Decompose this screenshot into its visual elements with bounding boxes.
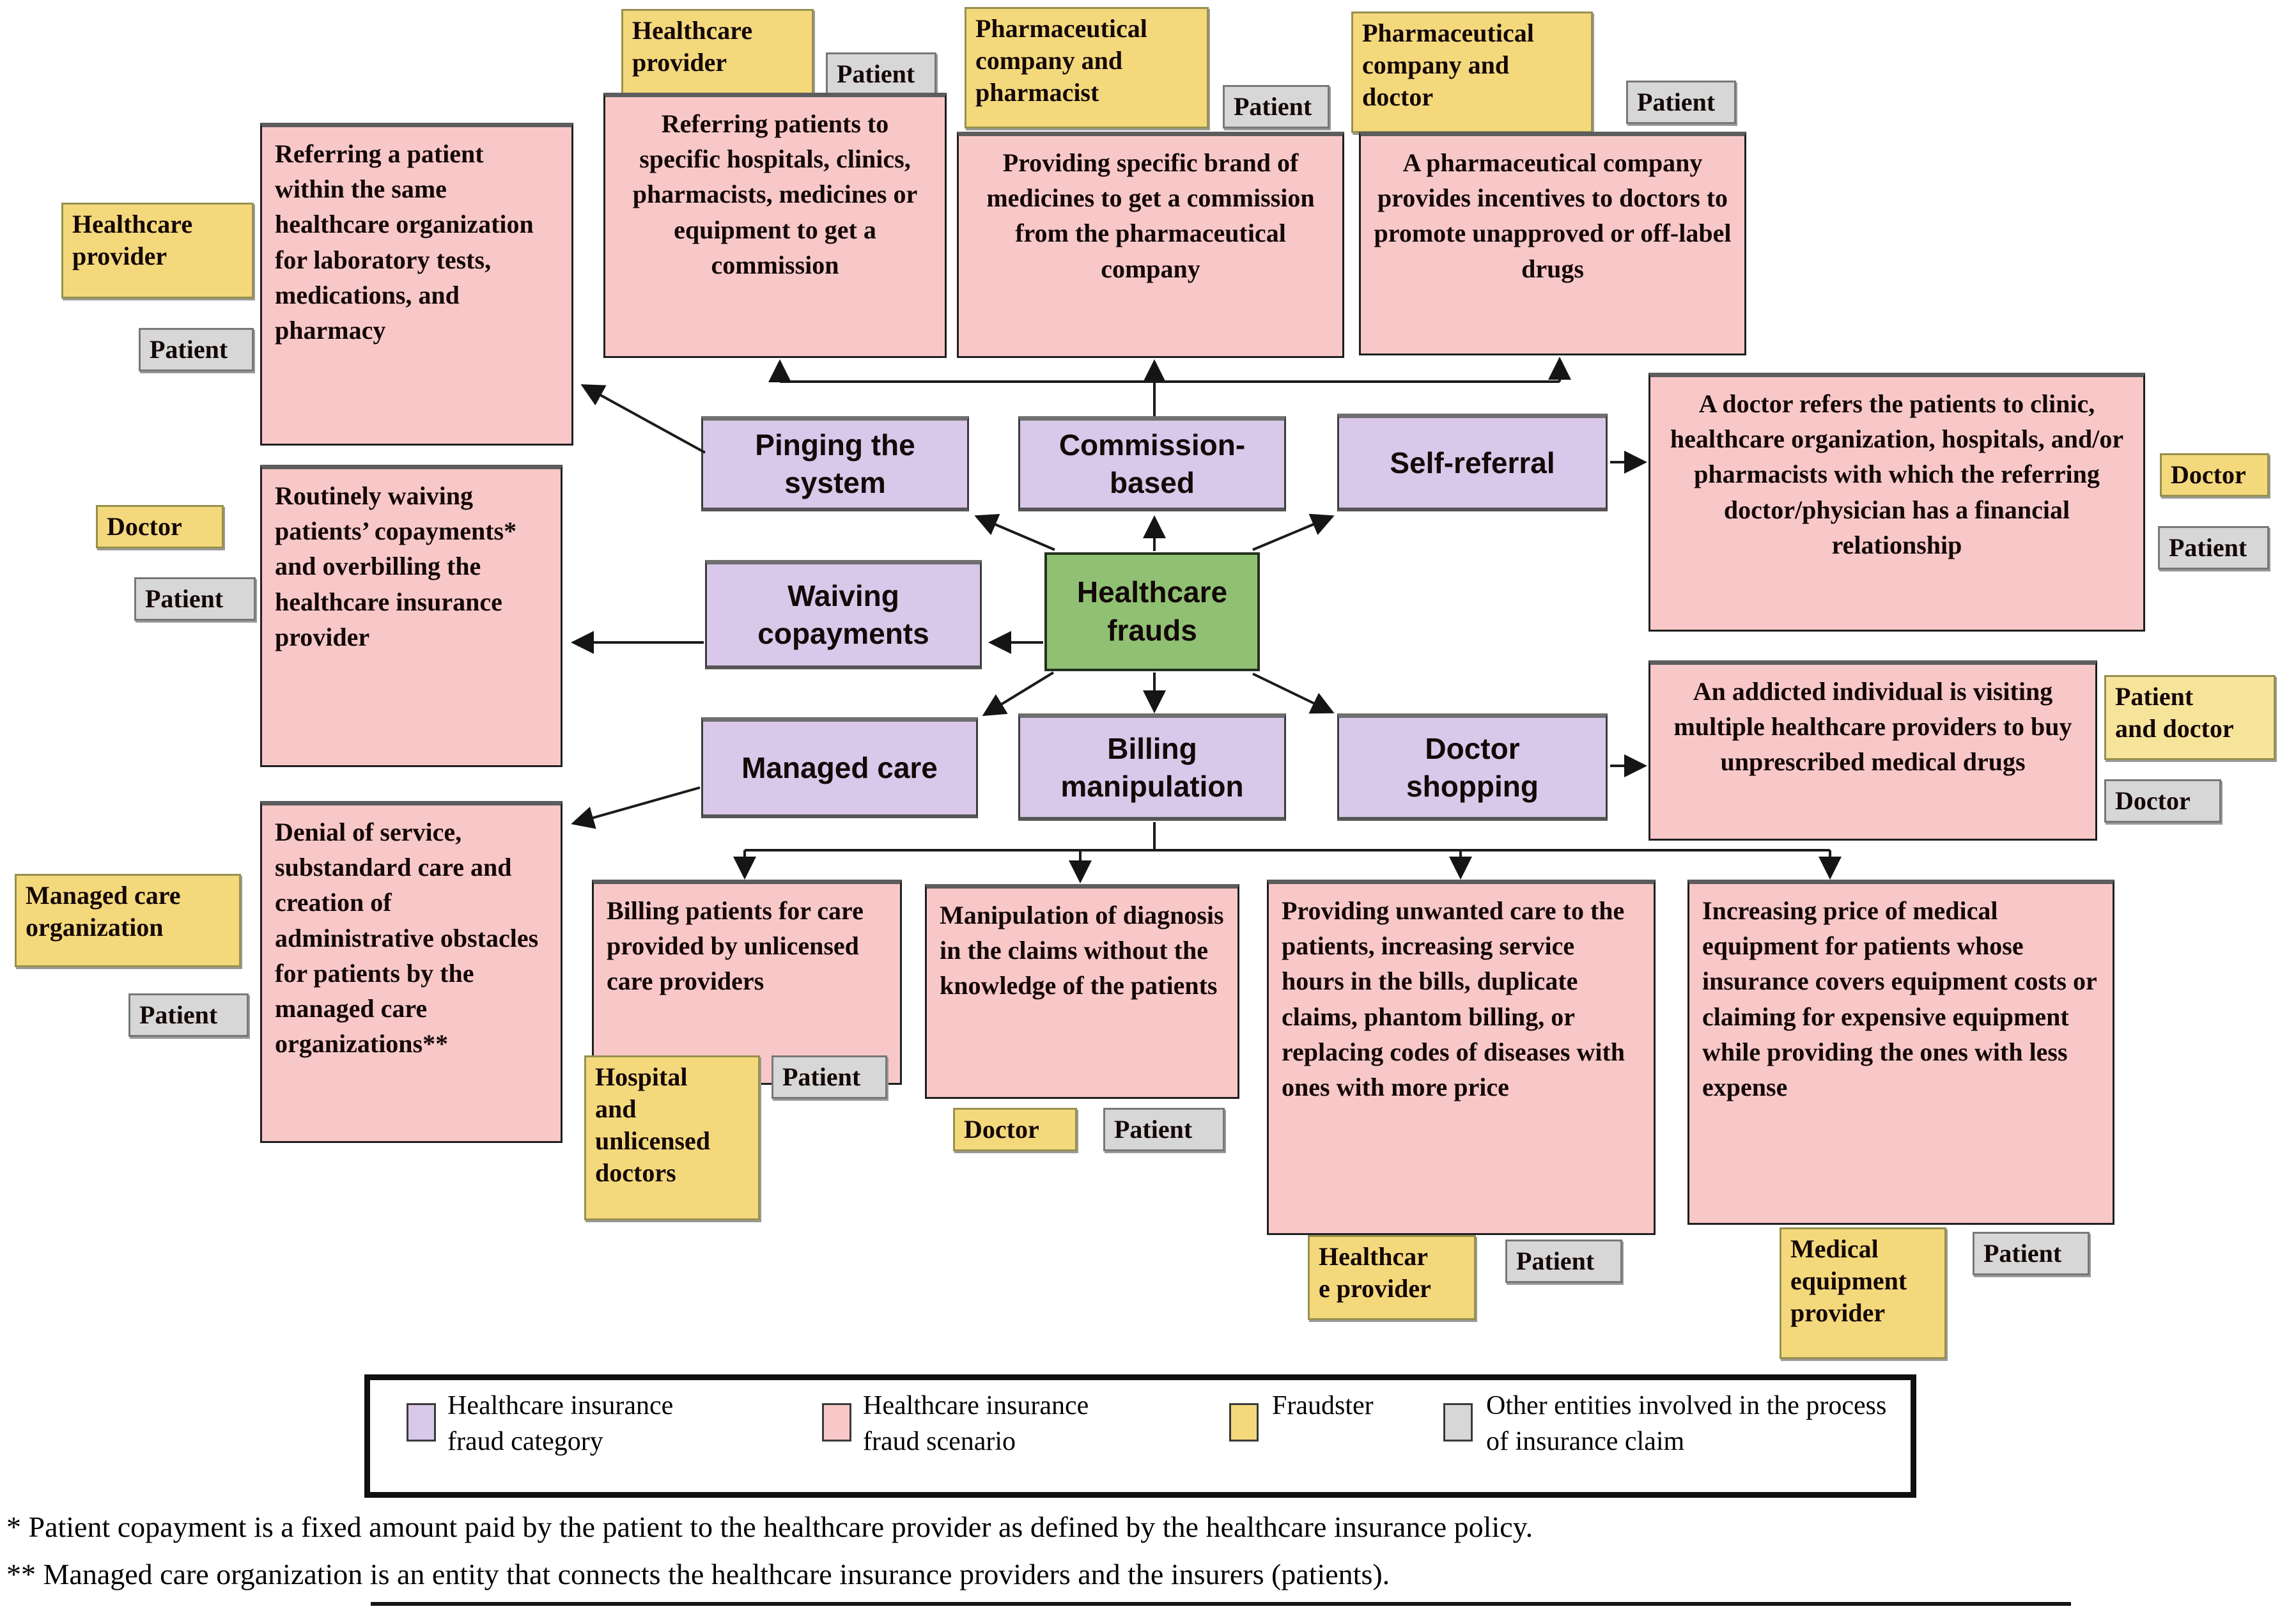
scenario-providing-brand: Providing specific brand of medicines to… [957,132,1344,358]
label-line: and doctor [2115,714,2234,743]
scenario-unwanted-care: Providing unwanted care to the patients,… [1267,880,1656,1235]
label-line: Patient [2115,682,2194,711]
scenario-referring-within-org: Referring a patient within the same heal… [260,123,573,446]
bottom-rule [371,1602,2071,1606]
legend [364,1374,1916,1498]
scenario-manipulation-diagnosis: Manipulation of diagnosis in the claims … [925,884,1239,1099]
label-other-patient-8: Patient [772,1055,887,1099]
label-fraudster-pharma-company-doctor: Pharmaceutical company and doctor [1351,12,1593,133]
label-fraudster-pharma-company-pharmacist: Pharmaceutical company and pharmacist [965,7,1209,128]
label-other-patient-3: Patient [1626,81,1736,124]
label-fraudster-healthcare-provider-left: Healthcare provider [61,203,254,299]
label-line: doctors [595,1158,676,1187]
category-commission-based: Commission-based [1018,416,1286,511]
scenario-billing-unlicensed: Billing patients for care provided by un… [592,880,902,1085]
arrow-root-to-pinging [974,513,1055,551]
label-line: Hospital [595,1062,688,1091]
label-fraudster-patient-and-doctor: Patient and doctor [2104,675,2276,760]
label-fraudster-doctor-left: Doctor [96,505,224,548]
scenario-addicted-individual: An addicted individual is visiting multi… [1648,660,2097,841]
legend-label-fraudster: Fraudster [1272,1391,1374,1420]
legend-swatch-category [407,1403,436,1442]
category-doctor-shopping: Doctor shopping [1337,713,1608,821]
label-other-patient-5: Patient [134,577,256,621]
scenario-equipment-price: Increasing price of medical equipment fo… [1687,880,2114,1225]
category-billing-manipulation: Billing manipulation [1018,713,1286,821]
legend-swatch-fraudster [1229,1403,1259,1442]
legend-swatch-scenario [822,1403,851,1442]
scenario-pharma-incentives: A pharmaceutical company provides incent… [1359,132,1746,355]
scenario-referring-specific: Referring patients to specific hospitals… [603,93,947,358]
footnote-copayment: * Patient copayment is a fixed amount pa… [6,1511,1533,1543]
label-other-patient-1: Patient [826,52,936,96]
label-other-patient-2: Patient [1223,85,1330,128]
legend-label-other: Other entities involved in the process o… [1486,1391,1887,1456]
arrow-managed-to-denial [571,786,701,829]
label-line: and [595,1094,637,1123]
label-line: e provider [1319,1274,1431,1303]
scenario-waiving-copayments: Routinely waiving patients’ copayments* … [260,465,562,767]
category-pinging-the-system: Pinging the system [701,416,969,511]
arrow-root-to-doctor-shopping [1252,672,1335,714]
category-self-referral: Self-referral [1337,414,1608,511]
scenario-self-referral-financial: A doctor refers the patients to clinic, … [1648,373,2145,632]
label-line: Healthcar [1319,1242,1429,1271]
scenario-denial-of-service: Denial of service, substandard care and … [260,801,562,1143]
legend-label-category: Healthcare insurance fraud category [447,1391,674,1456]
label-fraudster-hospital-unlicensed-doctors: Hospital and unlicensed doctors [584,1055,760,1220]
label-line: unlicensed [595,1126,711,1155]
arrow-root-to-managed-care [982,671,1055,717]
label-fraudster-medical-equipment-provider: Medical equipment provider [1780,1227,1946,1359]
label-other-patient-10: Patient [1505,1240,1622,1283]
label-other-patient-9: Patient [1103,1108,1225,1151]
label-other-patient-4: Patient [139,328,254,371]
label-other-doctor: Doctor [2104,779,2221,823]
label-other-patient-7: Patient [2158,526,2269,570]
category-managed-care: Managed care [701,717,978,818]
label-fraudster-doctor-bottom: Doctor [953,1108,1077,1151]
legend-swatch-other [1443,1403,1473,1442]
label-other-patient-6: Patient [128,993,249,1037]
label-fraudster-healthcare-provider-split: Healthcar e provider [1308,1235,1476,1320]
arrow-root-to-self-referral [1252,513,1335,551]
legend-label-scenario: Healthcare insurance fraud scenario [863,1391,1089,1456]
footnote-managed-care: ** Managed care organization is an entit… [6,1558,1390,1590]
arrow-pinging-to-referring-within [580,384,706,454]
node-healthcare-frauds: Healthcare frauds [1044,552,1260,671]
label-fraudster-doctor-right: Doctor [2160,453,2269,497]
category-waiving-copayments: Waiving copayments [705,560,982,669]
label-fraudster-managed-care-organization: Managed care organization [15,874,241,967]
label-fraudster-healthcare-provider-top: Healthcare provider [621,9,814,95]
label-other-patient-11: Patient [1973,1232,2090,1275]
